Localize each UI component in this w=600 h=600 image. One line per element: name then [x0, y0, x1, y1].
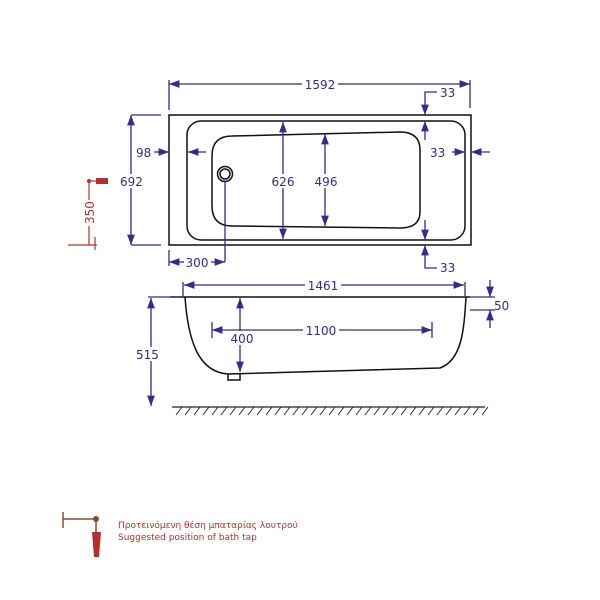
- dim-drain-offset: 300: [186, 256, 209, 270]
- hatch-line: [274, 406, 282, 416]
- tap-position-marker: 350: [68, 178, 108, 250]
- hatch-line: [463, 406, 471, 416]
- dim-overall-length: 1592: [305, 78, 336, 92]
- hatch-line: [319, 406, 327, 416]
- hatch-line: [247, 406, 255, 416]
- dim-rim-end-top: 33: [440, 86, 455, 100]
- hatch-line: [472, 406, 480, 416]
- inner-rim: [186, 120, 466, 241]
- dim-depth: 400: [231, 332, 254, 346]
- hatch-line: [364, 406, 372, 416]
- hatch-line: [427, 406, 435, 416]
- hatch-line: [283, 406, 291, 416]
- hatch-line: [211, 406, 219, 416]
- hatch-line: [310, 406, 318, 416]
- dim-inner-width: 626: [272, 175, 295, 189]
- hatch-line: [292, 406, 300, 416]
- hatch-line: [418, 406, 426, 416]
- dim-side-length: 1461: [308, 279, 339, 293]
- dim-rim-left: 98: [136, 146, 151, 160]
- dim-height: 515: [136, 348, 159, 362]
- floor-hatch: [175, 406, 489, 416]
- hatch-line: [337, 406, 345, 416]
- hatch-line: [193, 406, 201, 416]
- dim-bottom-length: 1100: [306, 324, 337, 338]
- hatch-line: [409, 406, 417, 416]
- side-view: 1461 50 515 400 1100: [136, 278, 509, 416]
- tap-legend-icon: [62, 512, 101, 557]
- hatch-line: [346, 406, 354, 416]
- dim-rim-end-side: 33: [430, 146, 445, 160]
- dim-tap-height: 350: [83, 201, 97, 224]
- legend-greek: Προτεινόμενη θέση μπαταρίας λουτρού: [118, 521, 298, 531]
- hatch-line: [175, 406, 183, 416]
- hatch-line: [391, 406, 399, 416]
- hatch-line: [400, 406, 408, 416]
- hatch-line: [238, 406, 246, 416]
- hatch-line: [229, 406, 237, 416]
- hatch-line: [436, 406, 444, 416]
- hatch-line: [454, 406, 462, 416]
- hatch-line: [382, 406, 390, 416]
- hatch-line: [202, 406, 210, 416]
- dim-rim-bottom: 33: [440, 261, 455, 275]
- hatch-line: [220, 406, 228, 416]
- hatch-line: [184, 406, 192, 416]
- hatch-line: [373, 406, 381, 416]
- basin: [211, 131, 421, 229]
- dim-rim-thickness: 50: [494, 299, 509, 313]
- hatch-line: [445, 406, 453, 416]
- drain-icon: [216, 165, 234, 183]
- top-view: 1592 33 33 33 98 692 626 496 300: [120, 76, 490, 275]
- hatch-line: [355, 406, 363, 416]
- tub-outline: [168, 114, 472, 246]
- hatch-line: [328, 406, 336, 416]
- hatch-line: [301, 406, 309, 416]
- hatch-line: [481, 406, 489, 416]
- hatch-line: [256, 406, 264, 416]
- legend-english: Suggested position of bath tap: [118, 533, 257, 543]
- dim-basin-width: 496: [315, 175, 338, 189]
- dim-overall-width: 692: [120, 175, 143, 189]
- hatch-line: [265, 406, 273, 416]
